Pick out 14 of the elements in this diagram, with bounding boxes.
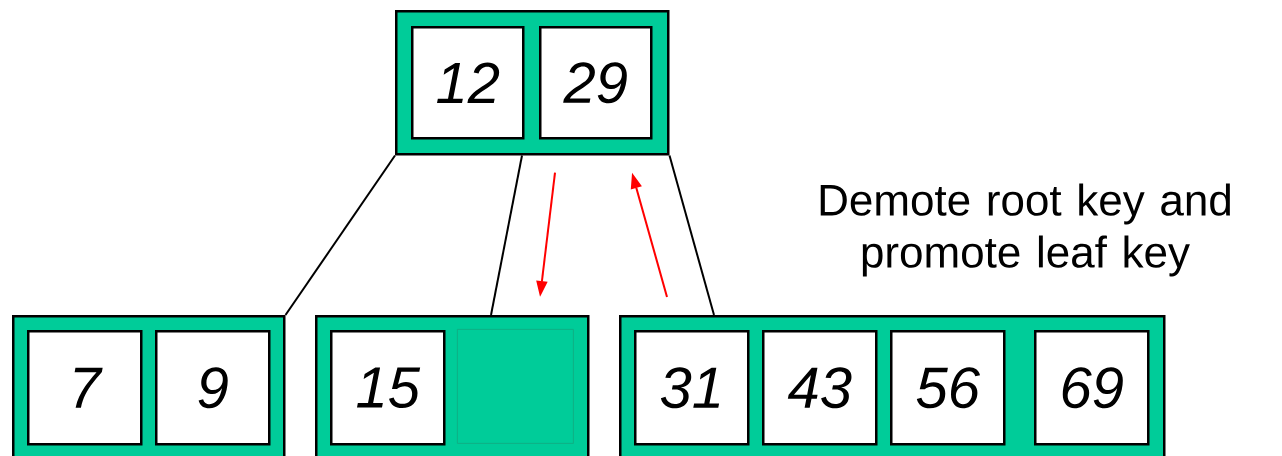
note-text: Demote root key and promote leaf key — [820, 183, 1230, 277]
key-cell: 12 — [411, 26, 525, 140]
key-cell: 15 — [330, 330, 446, 446]
connector-line — [490, 154, 523, 316]
key-cell: 31 — [634, 330, 750, 446]
key-cell: 7 — [27, 330, 143, 446]
connector-line — [668, 154, 715, 316]
key-cell: 29 — [539, 26, 653, 140]
key-cell: 56 — [890, 330, 1006, 446]
key-cell: 9 — [155, 330, 271, 446]
key-cell: 43 — [762, 330, 878, 446]
empty-key-slot — [457, 329, 574, 444]
connector-line — [284, 154, 396, 316]
key-cell: 69 — [1034, 330, 1150, 446]
